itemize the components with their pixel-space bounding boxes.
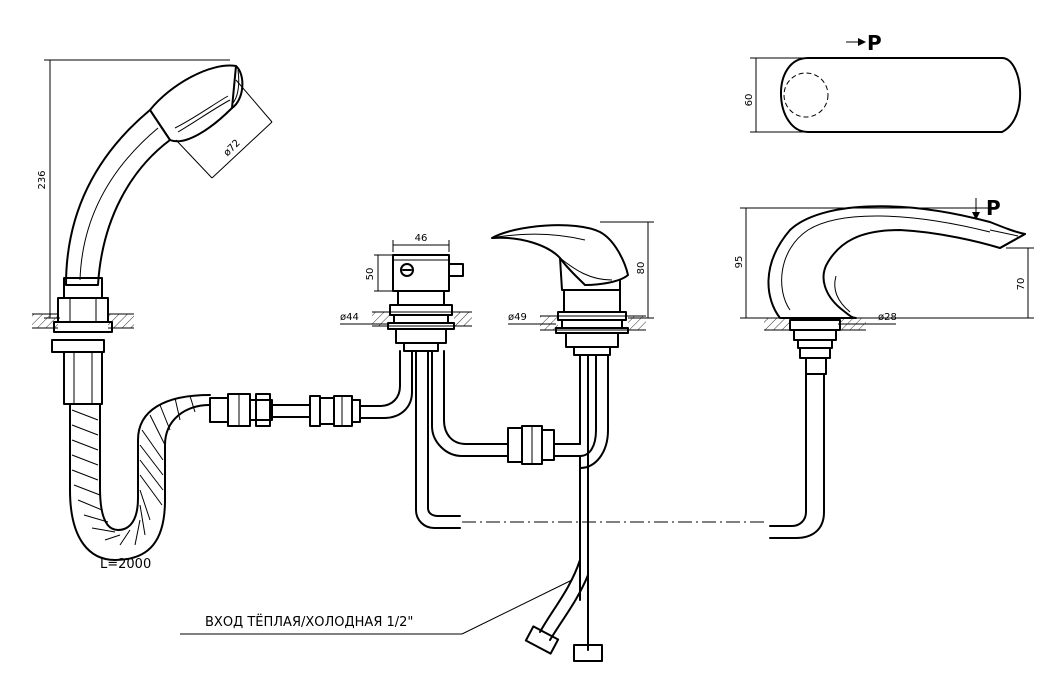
diverter-body bbox=[372, 254, 472, 352]
mixer-body bbox=[491, 224, 646, 356]
dimension-shower-height: 236 bbox=[37, 59, 230, 319]
hose-length-label: L=2000 bbox=[100, 557, 151, 572]
shower-head-dia-label: ø72 bbox=[222, 138, 243, 159]
mixer-height-label: 80 bbox=[636, 262, 647, 275]
dimension-shower-head-dia: ø72 bbox=[175, 79, 273, 179]
inlet-callout: ВХОД ТЁПЛАЯ/ХОЛОДНАЯ 1/2" bbox=[180, 579, 573, 635]
shower-hose: L=2000 bbox=[69, 394, 211, 572]
spout-top-view bbox=[780, 57, 1022, 133]
mixer-pipes bbox=[524, 354, 609, 662]
spout-dia-label: ø28 bbox=[878, 312, 897, 323]
shower-height-label: 236 bbox=[37, 170, 48, 189]
diverter-height-label: 50 bbox=[365, 268, 376, 281]
spout-outlet-height-label: 70 bbox=[1016, 278, 1027, 291]
diverter-width-label: 46 bbox=[415, 233, 428, 244]
top-view-width-label: 60 bbox=[744, 94, 755, 107]
dimension-top-view: 60 P bbox=[744, 31, 882, 133]
diverter-dia-label: ø44 bbox=[340, 312, 359, 323]
spout-height-label: 95 bbox=[734, 256, 745, 269]
dimension-spout: 95 70 ø28 P bbox=[734, 196, 1034, 325]
hand-shower bbox=[32, 64, 244, 405]
dimension-diverter: 46 50 ø44 bbox=[340, 233, 450, 325]
inlet-label: ВХОД ТЁПЛАЯ/ХОЛОДНАЯ 1/2" bbox=[205, 614, 413, 630]
mixer-dia-label: ø49 bbox=[508, 312, 527, 323]
diverter-pipes bbox=[359, 350, 509, 529]
top-view-marker: P bbox=[867, 31, 882, 55]
middle-connector bbox=[507, 425, 581, 465]
spout-side-view bbox=[764, 205, 1026, 539]
hose-connectors bbox=[209, 393, 361, 427]
dimension-mixer: 80 ø49 bbox=[508, 221, 654, 325]
side-view-marker: P bbox=[986, 196, 1001, 220]
